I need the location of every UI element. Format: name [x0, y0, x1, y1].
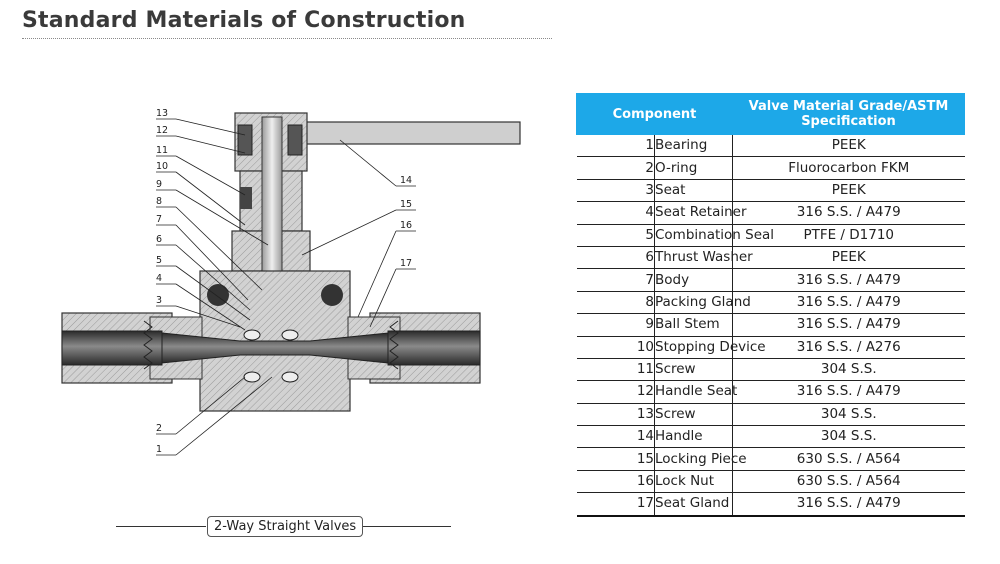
callout-10: 10 [156, 161, 168, 172]
table-header-row: Component Valve Material Grade/ASTM Spec… [576, 93, 965, 135]
specification-cell: 316 S.S. / A479 [732, 291, 965, 315]
row-number: 11 [576, 358, 655, 382]
specification-cell: 316 S.S. / A276 [732, 336, 965, 359]
specification-cell: 304 S.S. [732, 403, 965, 427]
left-pipe-shape [61, 330, 163, 366]
specification-cell: 304 S.S. [732, 425, 965, 449]
callout-15: 15 [400, 199, 412, 210]
row-number: 9 [576, 313, 655, 337]
flow-bore-shape [161, 332, 389, 364]
row-number: 10 [576, 336, 655, 359]
component-cell: Screw [654, 403, 733, 427]
specification-cell: 630 S.S. / A564 [732, 470, 965, 494]
valve-cross-section-diagram: 13 12 11 10 9 8 7 6 5 4 3 2 1 14 15 16 1… [61, 108, 521, 456]
specification-cell: PEEK [732, 246, 965, 270]
callout-2: 2 [156, 423, 162, 434]
callout-13: 13 [156, 108, 168, 119]
specification-cell: PTFE / D1710 [732, 224, 965, 247]
row-number: 1 [576, 134, 655, 158]
specification-cell: 316 S.S. / A479 [732, 201, 965, 225]
component-cell: Handle Seat [654, 380, 737, 404]
component-cell: Seat [654, 179, 733, 203]
callout-9: 9 [156, 179, 162, 190]
page-title: Standard Materials of Construction [22, 8, 466, 33]
specification-cell: 316 S.S. / A479 [732, 380, 965, 404]
row-number: 13 [576, 403, 655, 427]
row-number: 7 [576, 268, 655, 292]
specification-cell: PEEK [732, 179, 965, 203]
row-number: 16 [576, 470, 655, 494]
row-number: 6 [576, 246, 655, 270]
row-number: 17 [576, 492, 655, 517]
callout-5: 5 [156, 255, 162, 266]
row-number: 14 [576, 425, 655, 449]
callout-7: 7 [156, 214, 162, 225]
callout-16: 16 [400, 220, 412, 231]
column-header-specification: Valve Material Grade/ASTM Specification [732, 93, 965, 135]
component-cell: Stopping Device [654, 336, 766, 359]
component-cell: Packing Gland [654, 291, 751, 315]
specification-cell: 316 S.S. / A479 [732, 313, 965, 337]
materials-table: Component Valve Material Grade/ASTM Spec… [576, 93, 965, 517]
component-cell: Bearing [654, 134, 733, 158]
component-cell: O-ring [654, 156, 733, 180]
title-divider [22, 38, 552, 39]
specification-cell: 630 S.S. / A564 [732, 447, 965, 471]
callout-3: 3 [156, 295, 162, 306]
caption-rule-right [358, 526, 451, 527]
handle-shape [277, 121, 521, 145]
callout-11: 11 [156, 145, 168, 156]
component-cell: Handle [654, 425, 733, 449]
specification-cell: 304 S.S. [732, 358, 965, 382]
component-cell: Seat Retainer [654, 201, 747, 225]
callout-17: 17 [400, 258, 412, 269]
component-cell: Combination Seal [654, 224, 774, 247]
callout-8: 8 [156, 196, 162, 207]
callout-1: 1 [156, 444, 162, 455]
row-number: 12 [576, 380, 655, 404]
row-number: 3 [576, 179, 655, 203]
component-cell: Body [654, 268, 733, 292]
component-cell: Screw [654, 358, 733, 382]
specification-cell: 316 S.S. / A479 [732, 492, 965, 517]
component-cell: Lock Nut [654, 470, 733, 494]
right-pipe-shape [387, 330, 481, 366]
specification-cell: Fluorocarbon FKM [732, 156, 965, 180]
callout-4: 4 [156, 273, 162, 284]
column-header-component: Component [576, 93, 733, 135]
callout-14: 14 [400, 175, 412, 186]
component-cell: Seat Gland [654, 492, 733, 517]
component-cell: Ball Stem [654, 313, 733, 337]
row-number: 5 [576, 224, 655, 247]
row-number: 4 [576, 201, 655, 225]
row-number: 2 [576, 156, 655, 180]
caption-rule-left [116, 526, 206, 527]
row-number: 15 [576, 447, 655, 471]
diagram-caption: 2-Way Straight Valves [207, 516, 364, 537]
component-cell: Thrust Washer [654, 246, 753, 270]
callout-12: 12 [156, 125, 168, 136]
component-cell: Locking Piece [654, 447, 747, 471]
row-number: 8 [576, 291, 655, 315]
callout-6: 6 [156, 234, 162, 245]
specification-cell: 316 S.S. / A479 [732, 268, 965, 292]
specification-cell: PEEK [732, 134, 965, 158]
